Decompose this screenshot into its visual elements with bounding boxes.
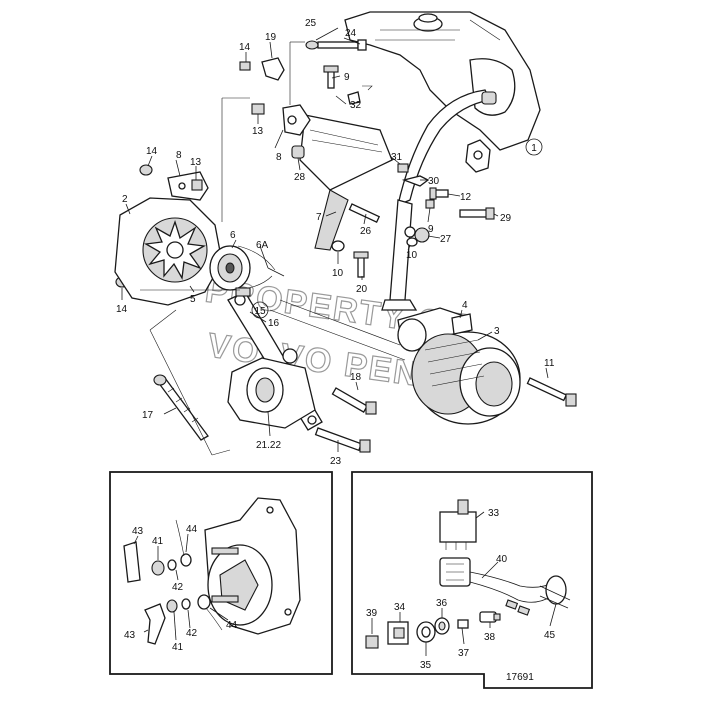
- callout-27: 27: [440, 234, 452, 245]
- callout-14-left: 14: [146, 146, 158, 157]
- callout-32: 32: [350, 100, 362, 111]
- alternator-drawing: [114, 197, 285, 306]
- callout-6: 6: [230, 230, 236, 241]
- callout-14-top: 14: [239, 42, 251, 53]
- callout-5: 5: [190, 294, 196, 305]
- inset-left-callout-42-top: 42: [172, 582, 184, 593]
- callout-16: 16: [268, 318, 280, 329]
- inset-left-callout-42-bottom: 42: [186, 628, 198, 639]
- callout-14-bottom: 14: [116, 304, 128, 315]
- inset-right-callout-37: 37: [458, 648, 470, 659]
- callout-4: 4: [462, 300, 468, 311]
- callout-3: 3: [494, 326, 500, 337]
- callout-6a: 6A: [256, 240, 269, 251]
- callout-29: 29: [500, 213, 512, 224]
- callout-26: 26: [360, 226, 372, 237]
- callout-13-top: 13: [252, 126, 264, 137]
- main-callout-labels: 25 24 14 19 9 32 13 8 28 14 8 13 2 31 30…: [116, 18, 555, 467]
- inset-left: 43 41 44 42 43 41 42 44: [109, 471, 333, 675]
- inset-left-callout-43-top: 43: [132, 526, 144, 537]
- inset-left-callout-41-top: 41: [152, 536, 164, 547]
- circled-label-1: 1: [531, 143, 537, 154]
- callout-23: 23: [330, 456, 342, 467]
- drawing-number: 17691: [506, 672, 534, 683]
- inset-right-callout-39: 39: [366, 608, 378, 619]
- callout-9-mid: 9: [428, 224, 434, 235]
- inset-left-callout-44-top: 44: [186, 524, 198, 535]
- inset-right-callout-34: 34: [394, 602, 406, 613]
- callout-12: 12: [460, 192, 472, 203]
- inset-left-callout-43-bottom: 43: [124, 630, 136, 641]
- callout-24: 24: [345, 28, 357, 39]
- callout-10-right: 10: [406, 250, 418, 261]
- inset-right-callout-36: 36: [436, 598, 448, 609]
- callout-10-left: 10: [332, 268, 344, 279]
- pump-pulley: [397, 307, 521, 425]
- inset-right: 33 40 39 34 36 38 45 35 37: [351, 471, 593, 689]
- mount-bracket: [227, 348, 316, 429]
- callout-30: 30: [428, 176, 440, 187]
- inset-right-callout-35: 35: [420, 660, 432, 671]
- hardware-parts: [115, 39, 577, 453]
- engine-block-drawing: [344, 11, 541, 207]
- callout-31: 31: [391, 152, 403, 163]
- circled-label-15: 15: [254, 306, 266, 317]
- inset-right-callout-38: 38: [484, 632, 496, 643]
- callout-17: 17: [142, 410, 154, 421]
- inset-right-callout-45: 45: [544, 630, 556, 641]
- inset-right-callout-40: 40: [496, 554, 508, 565]
- callout-2: 2: [122, 194, 128, 205]
- circled-labels: 1 15: [251, 138, 543, 319]
- callout-9-top: 9: [344, 72, 350, 83]
- callout-7: 7: [316, 212, 322, 223]
- callout-28: 28: [294, 172, 306, 183]
- callout-20: 20: [356, 284, 368, 295]
- callout-11: 11: [544, 358, 555, 369]
- callout-19: 19: [265, 32, 277, 43]
- callout-8-top: 8: [276, 152, 282, 163]
- inset-right-callout-33: 33: [488, 508, 500, 519]
- leader-lines: [121, 27, 549, 456]
- callout-13-left: 13: [190, 157, 202, 168]
- callout-21-22: 21.22: [256, 440, 281, 451]
- callout-25: 25: [305, 18, 317, 29]
- inset-left-callout-41-bottom: 41: [172, 642, 184, 653]
- callout-18: 18: [350, 372, 362, 383]
- callout-8-left: 8: [176, 150, 182, 161]
- inset-left-callout-44-bottom: 44: [226, 620, 238, 631]
